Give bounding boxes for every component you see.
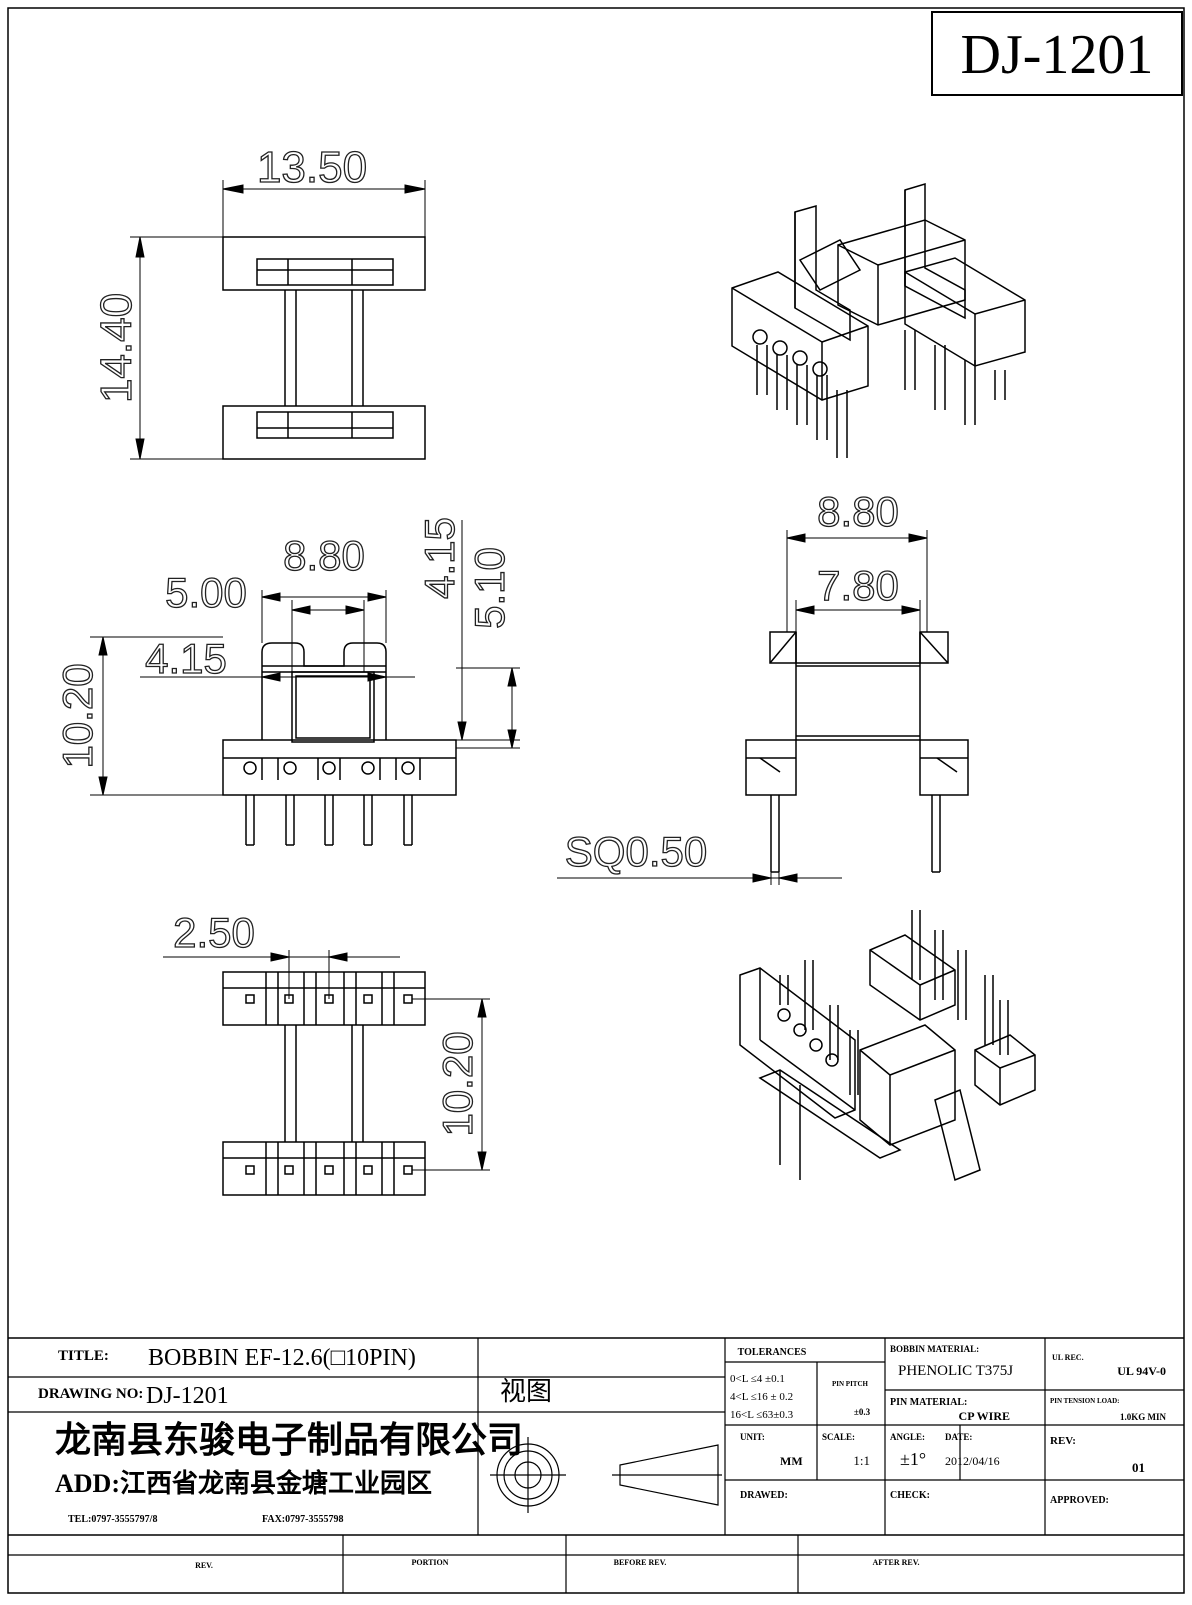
top-view-dims	[130, 180, 426, 460]
drawn-label: DRAWED:	[740, 1490, 788, 1501]
dim-bottom-pitch: 2.50	[173, 909, 255, 956]
title-block	[8, 1337, 1184, 1593]
date-value: 2012/04/16	[945, 1454, 1000, 1468]
scale-label: SCALE:	[822, 1432, 855, 1442]
dim-pin-size: SQ0.50	[565, 828, 707, 875]
company-name: 龙南县东骏电子制品有限公司	[55, 1419, 523, 1460]
unit-value: MM	[780, 1454, 803, 1468]
tolerances-label: TOLERANCES	[738, 1347, 807, 1358]
bobbin-material-value: PHENOLIC T375J	[898, 1363, 1013, 1379]
check-label: CHECK:	[890, 1490, 930, 1501]
iso-view-lower	[739, 910, 1036, 1182]
top-view	[222, 236, 426, 460]
approved-label: APPROVED:	[1050, 1495, 1109, 1506]
side-view	[745, 631, 969, 873]
dim-front-width: 8.80	[283, 532, 365, 579]
pin-material-value: CP WIRE	[959, 1409, 1010, 1423]
rev-value: 01	[1132, 1460, 1145, 1475]
dim-bottom-height: 10.20	[434, 1031, 481, 1136]
bottom-view-dims	[163, 950, 490, 1171]
pin-tension-label: PIN TENSION LOAD:	[1050, 1397, 1120, 1405]
tolerance-row-2: 4<L ≤16 ± 0.2	[730, 1391, 793, 1403]
front-view	[222, 642, 457, 846]
scale-value: 1:1	[853, 1453, 870, 1468]
front-view-dims	[90, 520, 520, 796]
sheet-border	[7, 7, 1185, 1594]
rev-label: REV:	[1050, 1435, 1076, 1447]
company-address: ADD:江西省龙南县金塘工业园区	[55, 1468, 432, 1498]
dim-front-inner: 4.15	[145, 635, 227, 682]
side-view-dims	[557, 530, 928, 885]
dim-side-outer: 8.80	[817, 488, 899, 535]
dim-front-height: 10.20	[54, 663, 101, 768]
dim-front-gap: 5.00	[165, 569, 247, 616]
dim-front-v1: 4.15	[416, 517, 463, 599]
dim-side-inner: 7.80	[817, 562, 899, 609]
bottom-view	[222, 971, 426, 1196]
pin-pitch-label: PIN PITCH	[832, 1380, 869, 1388]
company-fax: FAX:0797-3555798	[262, 1514, 343, 1525]
drawing-no-value: DJ-1201	[146, 1383, 229, 1409]
ul-rec-label: UL REC.	[1052, 1353, 1084, 1362]
dim-front-v2: 5.10	[466, 547, 513, 629]
before-rev-column: BEFORE REV.	[614, 1558, 667, 1567]
pin-pitch-value: ±0.3	[854, 1407, 871, 1417]
after-rev-column: AFTER REV.	[873, 1558, 920, 1567]
title-label: TITLE:	[58, 1348, 109, 1364]
pin-material-label: PIN MATERIAL:	[890, 1397, 967, 1408]
portion-column: PORTION	[411, 1558, 448, 1567]
iso-view-upper	[731, 182, 1026, 458]
angle-label: ANGLE:	[890, 1432, 925, 1442]
date-label: DATE:	[945, 1432, 972, 1442]
dim-top-width: 13.50	[257, 143, 367, 192]
ul-rec-value: UL 94V-0	[1117, 1364, 1166, 1378]
title-value: BOBBIN EF-12.6(□10PIN)	[148, 1345, 416, 1371]
tolerance-row-3: 16<L ≤63±0.3	[730, 1409, 794, 1421]
drawing-id-box: DJ-1201	[931, 11, 1183, 96]
rev-column: REV.	[195, 1561, 213, 1570]
dim-top-height: 14.40	[92, 293, 141, 403]
drawing-id: DJ-1201	[961, 24, 1154, 86]
bobbin-material-label: BOBBIN MATERIAL:	[890, 1344, 979, 1354]
view-label: 视图	[500, 1377, 552, 1406]
drawing-no-label: DRAWING NO:	[38, 1386, 143, 1402]
angle-value: ±1°	[900, 1449, 926, 1469]
unit-label: UNIT:	[740, 1432, 765, 1442]
company-tel: TEL:0797-3555797/8	[68, 1514, 157, 1525]
pin-tension-value: 1.0KG MIN	[1120, 1412, 1166, 1422]
tolerance-row-1: 0<L ≤4 ±0.1	[730, 1373, 785, 1385]
